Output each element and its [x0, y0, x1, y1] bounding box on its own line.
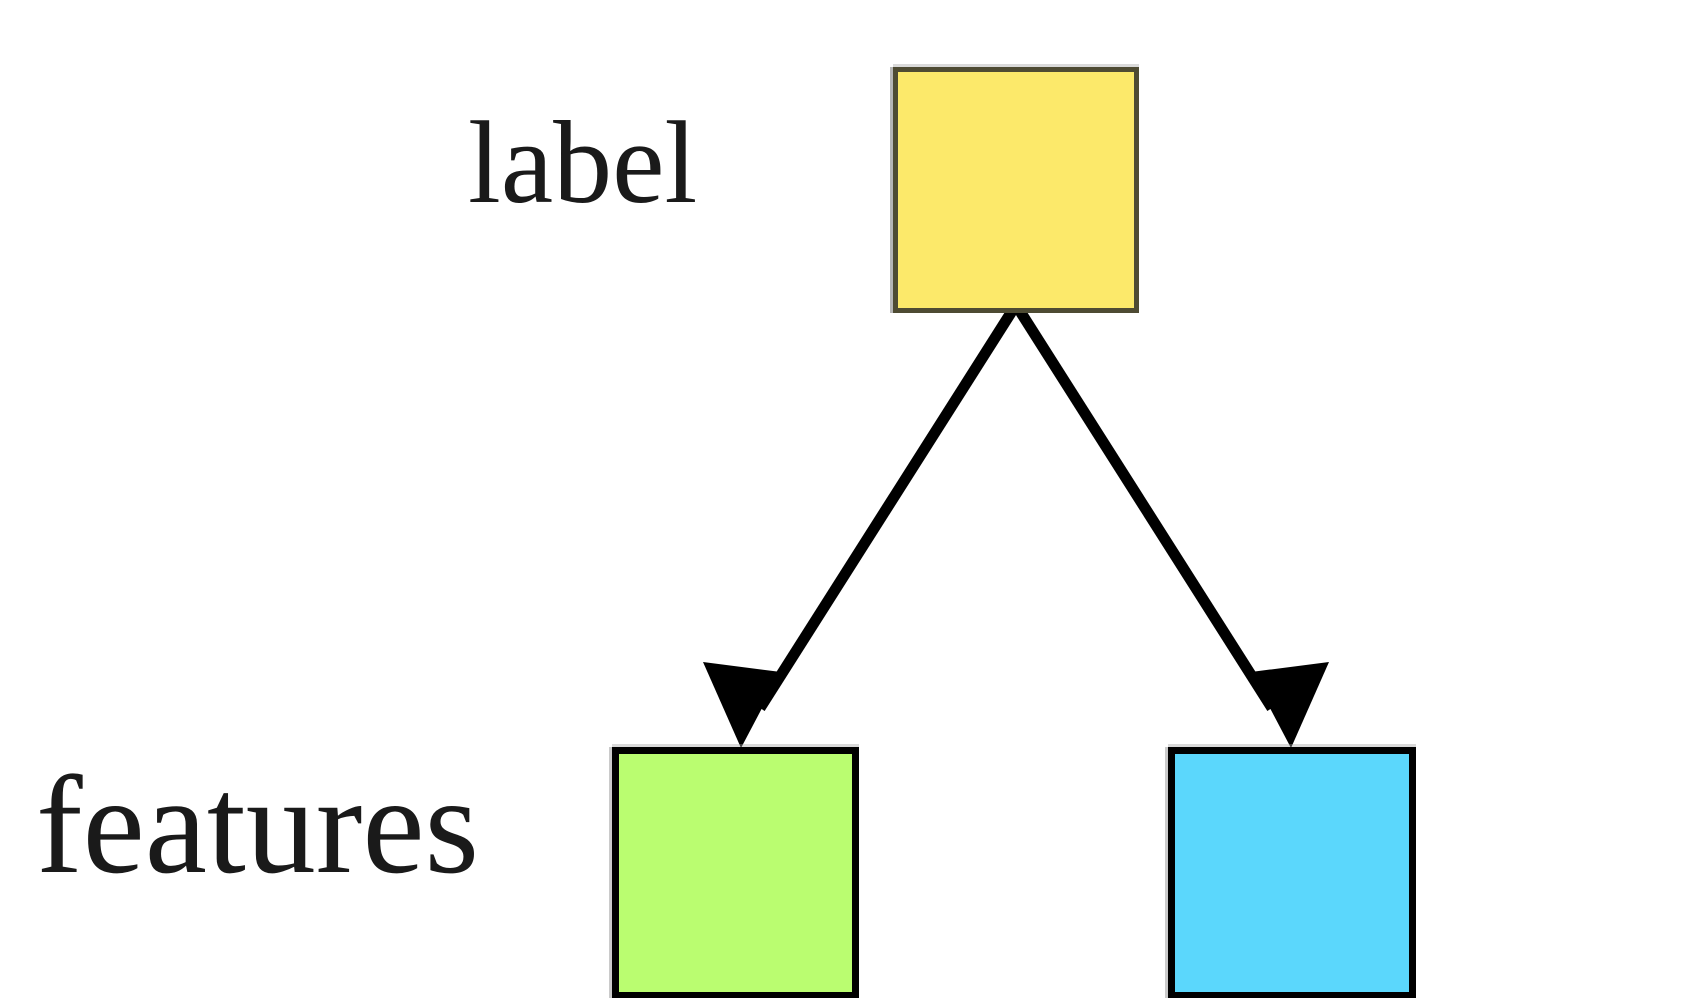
- row-caption-label: label: [468, 97, 698, 228]
- edge-label-to-feature-green: [703, 305, 1019, 748]
- feature-node-green[interactable]: [612, 747, 859, 998]
- row-caption-features: features: [36, 748, 480, 903]
- feature-node-blue[interactable]: [1168, 747, 1416, 998]
- label-node[interactable]: [893, 67, 1139, 313]
- edge-label-to-feature-blue: [1013, 305, 1329, 748]
